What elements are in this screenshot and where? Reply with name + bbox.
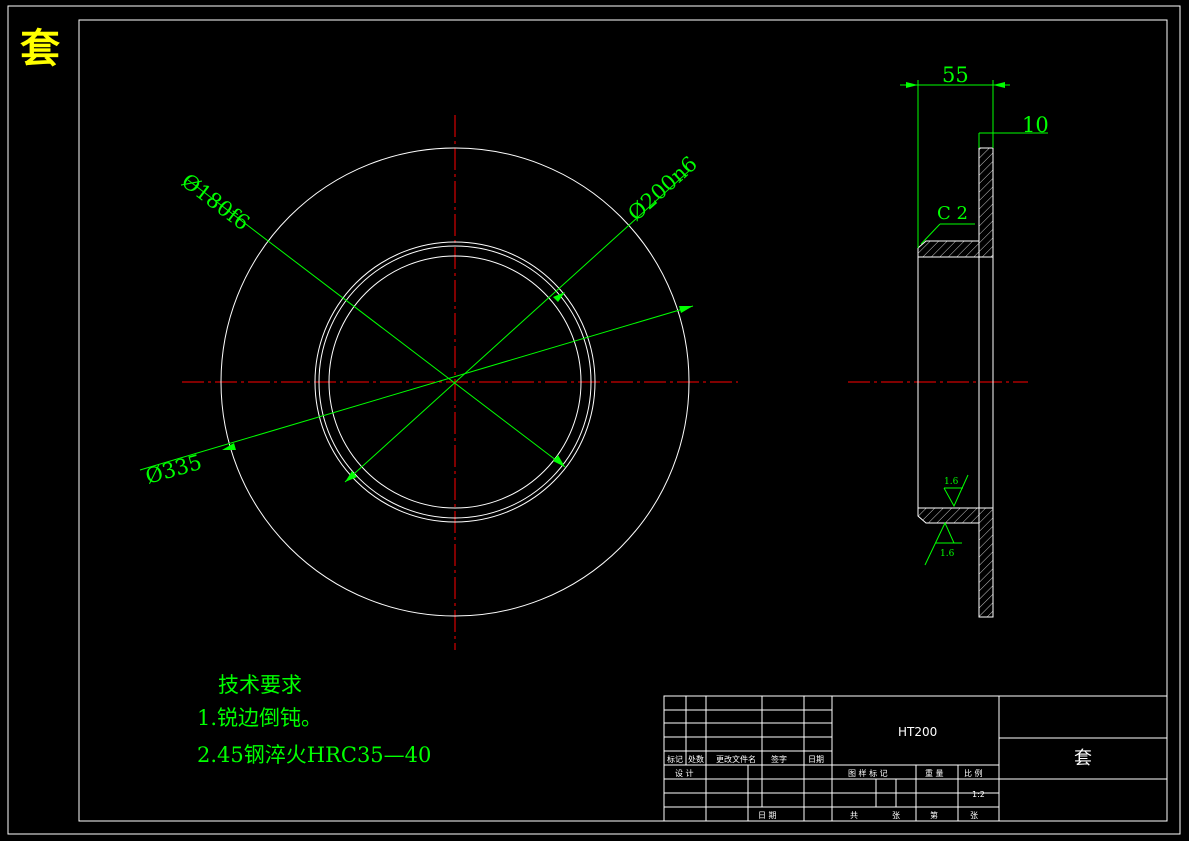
dim-55-arrows <box>906 82 1005 88</box>
dim-label-335: Ø335 <box>143 450 205 489</box>
front-dimension-lines <box>139 169 694 483</box>
roughness-symbol-top <box>943 474 969 508</box>
tb-part-name: 套 <box>1074 748 1092 769</box>
tech-req-heading: 技术要求 <box>218 673 302 697</box>
section-outline <box>917 241 994 523</box>
chamfer-leader <box>920 223 975 245</box>
dim-line-200 <box>344 169 691 483</box>
tb-header-file: 更改文件名 <box>716 754 756 764</box>
arrow-335-end <box>679 306 693 313</box>
front-view: Ø180f6 Ø200n6 Ø335 <box>139 115 738 650</box>
roughness-label-top: 1.6 <box>944 477 959 487</box>
flange-circle <box>220 147 690 617</box>
chamfer-leader-line <box>920 223 941 245</box>
tb-header-count: 处数 <box>688 754 704 764</box>
dim-label-180: Ø180f6 <box>177 169 254 235</box>
chamfer-label: C 2 <box>937 203 968 224</box>
arrow-180-end <box>553 455 565 467</box>
arrow-335-start <box>222 443 236 450</box>
dim-label-10: 10 <box>1022 113 1049 137</box>
section-hatch-bottom <box>917 507 994 618</box>
tb-header-mark: 标记 <box>667 754 683 764</box>
title-block-grid <box>663 695 1168 822</box>
dim-label-200: Ø200n6 <box>623 152 702 226</box>
tb-date-label: 日 期 <box>758 811 777 820</box>
tb-design-label: 设 计 <box>675 768 694 778</box>
tb-header-date: 日期 <box>808 755 824 764</box>
title-block-header-row: 标记 处数 更改文件名 签字 日期 <box>667 754 824 764</box>
outer-bore-chamfer-circle <box>318 245 592 519</box>
tech-req-item-2: 2.45钢淬火HRC35—40 <box>197 743 431 767</box>
roughness-symbol-bottom <box>924 521 962 566</box>
roughness-label-bottom: 1.6 <box>940 549 955 559</box>
roughness-check-top <box>943 474 969 508</box>
tb-weight-label: 重 量 <box>925 768 944 778</box>
roughness-check-bottom <box>924 521 955 566</box>
inner-bore-circle <box>328 255 582 509</box>
tb-sheets-total: 共 <box>850 811 858 820</box>
tb-sheets-total-unit: 张 <box>892 811 900 820</box>
corner-title: 套 <box>20 25 60 72</box>
dim-55-lines <box>900 80 1010 248</box>
arrow-55-left <box>906 82 918 88</box>
tech-req-item-1: 1.锐边倒钝。 <box>197 706 322 730</box>
section-hatch-top <box>917 147 994 258</box>
dim-line-335 <box>139 305 694 471</box>
arrow-200-start <box>553 292 565 302</box>
dim-label-55: 55 <box>942 63 969 87</box>
inner-border <box>78 19 1168 822</box>
arrow-200-end <box>345 471 357 482</box>
tb-header-sign: 签字 <box>771 754 787 764</box>
dim-line-180 <box>187 179 566 468</box>
tb-stage-label: 图 样 标 记 <box>848 768 888 778</box>
front-circles <box>220 147 690 617</box>
arrow-55-right <box>993 82 1005 88</box>
sheet-borders <box>7 5 1181 835</box>
tb-sheet-no: 第 <box>930 810 938 820</box>
tb-sheet-no-unit: 张 <box>970 811 978 820</box>
section-view: 55 10 C 2 1.6 1.6 <box>848 63 1049 618</box>
outer-bore-circle <box>314 241 596 523</box>
front-dimension-arrows <box>222 292 693 482</box>
tb-scale-value: 1:2 <box>972 790 985 799</box>
dim-10-lines <box>978 132 1048 148</box>
title-block: 标记 处数 更改文件名 签字 日期 设 计 日 期 HT200 图 样 标 记 … <box>663 695 1168 822</box>
tb-scale-label: 比 例 <box>964 768 983 778</box>
tech-requirements: 技术要求 1.锐边倒钝。 2.45钢淬火HRC35—40 <box>197 673 431 767</box>
outer-border <box>7 5 1181 835</box>
tb-material: HT200 <box>898 725 937 739</box>
